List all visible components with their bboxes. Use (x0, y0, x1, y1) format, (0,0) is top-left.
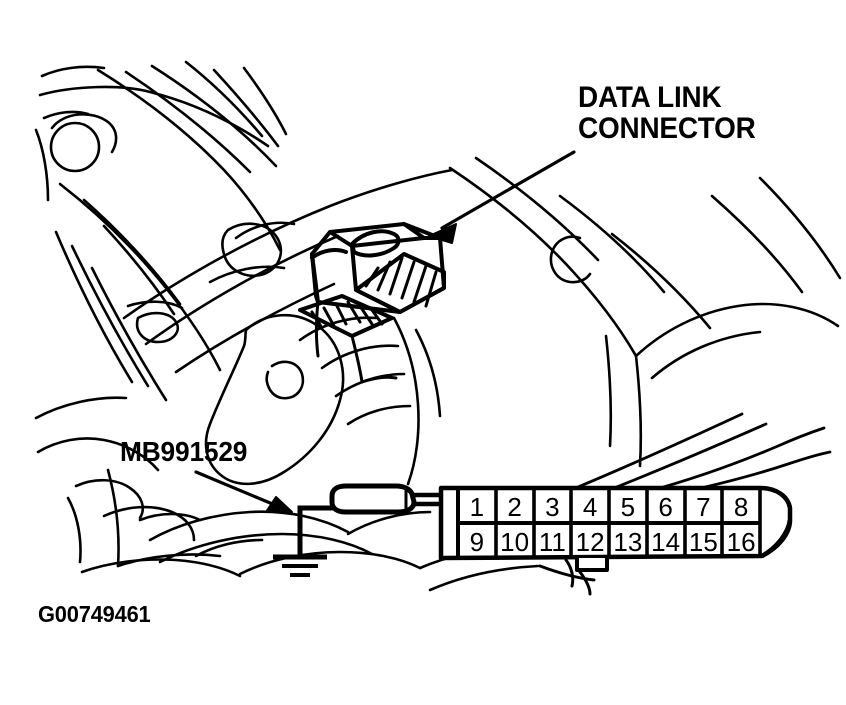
connector-pin-15: 15 (688, 526, 718, 557)
connector-pin-10: 10 (500, 526, 530, 557)
mb991529-probe-tool (273, 483, 471, 577)
connector-pin-3: 3 (545, 491, 560, 522)
vehicle-underdash-structure (34, 60, 842, 592)
connector-pin-6: 6 (658, 491, 673, 522)
connector-pin-1: 1 (469, 491, 485, 522)
dlc-label-line1: DATA LINK (578, 81, 722, 114)
connector-pin-2: 2 (507, 491, 522, 522)
connector-pin-13: 13 (613, 526, 643, 557)
connector-callout-leader (428, 150, 576, 244)
connector-pin-8: 8 (733, 491, 749, 522)
ground-symbol (273, 554, 327, 577)
tool-callout-leader (194, 470, 293, 513)
connector-pin-4: 4 (582, 491, 598, 522)
figure-id-label: G00749461 (38, 601, 151, 627)
data-link-connector-housing (298, 222, 446, 384)
connector-pin-14: 14 (651, 526, 681, 557)
connector-pin-9: 9 (469, 526, 485, 557)
connector-pin-12: 12 (575, 526, 605, 557)
connector-pin-grid-body (438, 485, 793, 596)
dlc-label-line2: CONNECTOR (578, 112, 756, 146)
tool-part-number-label: MB991529 (120, 436, 248, 467)
connector-pin-16: 16 (726, 526, 756, 557)
connector-pin-5: 5 (620, 491, 636, 522)
connector-pin-7: 7 (696, 491, 711, 522)
connector-pin-11: 11 (538, 526, 566, 557)
